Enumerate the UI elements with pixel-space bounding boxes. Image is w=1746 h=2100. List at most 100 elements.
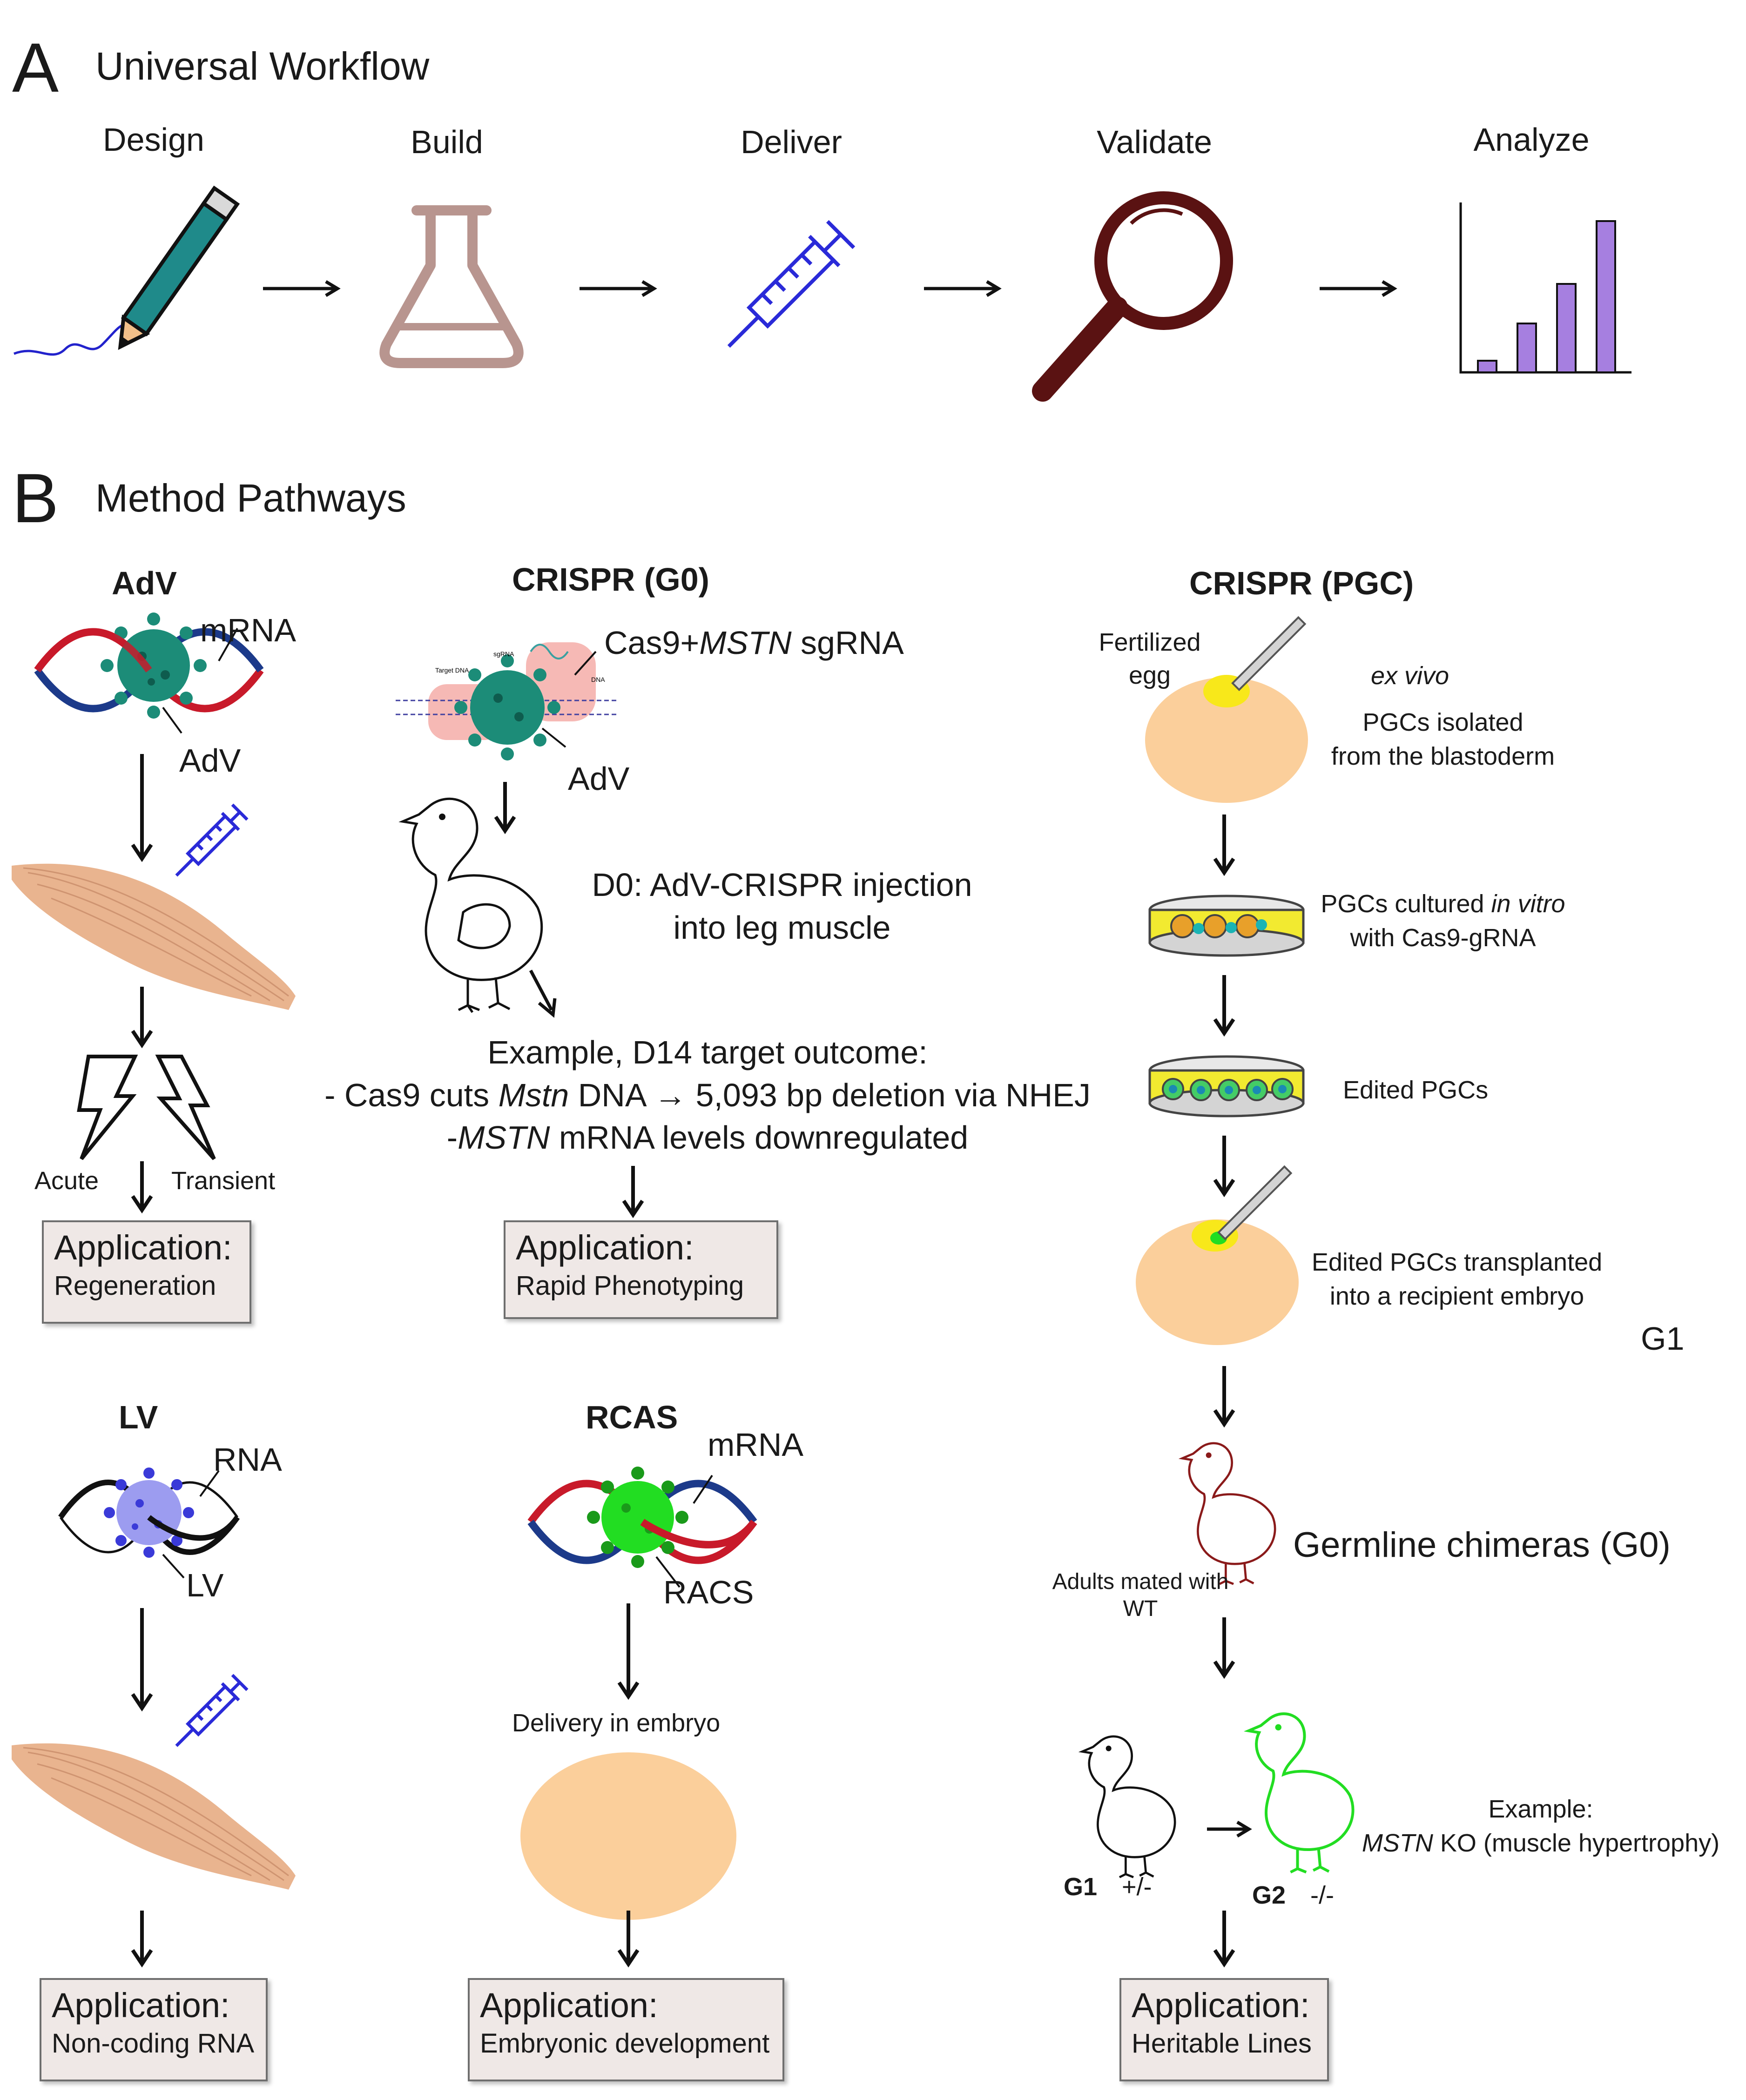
rcas-application-box: Application: Embryonic development <box>468 1978 784 2081</box>
delivery-embryo-label: Delivery in embryo <box>512 1709 721 1737</box>
arrow-lv-1 <box>131 1608 153 1712</box>
rcas-vector-label: RACS <box>663 1574 754 1610</box>
lv-rna-label: RNA <box>213 1441 282 1478</box>
outcome-text: Example, D14 target outcome: - Cas9 cuts… <box>324 1034 1091 1156</box>
arrow-pgc-3 <box>1213 1136 1235 1198</box>
g2-genotype-label: -/- <box>1310 1881 1334 1909</box>
pgcs-cultured-label: PGCs cultured in vitro with Cas9-gRNA <box>1321 890 1565 952</box>
arrow-g1-g2 <box>1207 1820 1252 1838</box>
crispr-g0-heading: CRISPR (G0) <box>512 561 709 598</box>
arrow-pgc-1 <box>1213 814 1235 876</box>
arrow-crispr-diag <box>529 969 557 1018</box>
arrow-rcas-2 <box>617 1911 640 1968</box>
arrow-adv-2 <box>131 987 153 1049</box>
mini-dna-label: DNA <box>591 676 605 683</box>
chick-outline-illustration <box>398 797 543 1013</box>
arrow-rcas-1 <box>617 1603 640 1700</box>
germline-chimeras-label: Germline chimeras (G0) <box>1293 1525 1671 1565</box>
adv-app-value: Regeneration <box>54 1271 216 1301</box>
flask-icon <box>379 205 524 368</box>
pen-icon <box>13 185 240 356</box>
g1-label: G1 <box>1064 1873 1098 1901</box>
stage-analyze: Analyze <box>1473 121 1590 158</box>
adv-transient-label: Transient <box>171 1167 276 1195</box>
fertilized-egg-illustration <box>1145 616 1308 803</box>
crispr-pgc-app-value: Heritable Lines <box>1132 2028 1312 2059</box>
arrow-build-deliver <box>580 280 657 297</box>
crispr-pgc-heading: CRISPR (PGC) <box>1189 565 1414 601</box>
rcas-heading: RCAS <box>586 1399 678 1435</box>
edited-pgcs-label: Edited PGCs <box>1343 1076 1489 1104</box>
arrow-design-build <box>263 280 341 297</box>
lv-application-box: Application: Non-coding RNA <box>40 1978 268 2081</box>
crispr-g0-application-box: Application: Rapid Phenotyping <box>504 1220 778 1319</box>
crispr-pgc-application-box: Application: Heritable Lines <box>1119 1978 1329 2081</box>
panel-a-title: Universal Workflow <box>95 44 430 88</box>
adv-mrna-label: mRNA <box>200 612 297 648</box>
lv-virus-rna-illustration <box>58 1467 240 1579</box>
crispr-adv-illustration: Target DNA sgRNA DNA <box>396 642 619 761</box>
stage-design: Design <box>103 121 204 158</box>
transplant-label: Edited PGCs transplanted into a recipien… <box>1311 1248 1603 1310</box>
crispr-pgc-app-title: Application: <box>1132 1986 1310 2025</box>
mini-sgrna-label: sgRNA <box>493 650 514 658</box>
lv-app-value: Non-coding RNA <box>52 2028 255 2059</box>
crispr-adv-label: AdV <box>568 761 630 797</box>
arrow-pgc-5 <box>1213 1617 1235 1679</box>
adv-vector-label: AdV <box>179 742 241 779</box>
lv-heading: LV <box>119 1399 158 1435</box>
adv-app-title: Application: <box>54 1228 232 1267</box>
stage-build: Build <box>411 124 483 160</box>
g2-label: G2 <box>1252 1881 1286 1909</box>
rcas-app-title: Application: <box>480 1986 658 2025</box>
magnifier-icon <box>1032 191 1233 402</box>
panel-b-letter: B <box>12 459 59 537</box>
adv-acute-label: Acute <box>34 1167 99 1195</box>
lv-app-title: Application: <box>52 1986 230 2025</box>
panel-a-letter: A <box>12 28 59 107</box>
g1-genotype-label: +/- <box>1122 1873 1152 1901</box>
rcas-mrna-label: mRNA <box>708 1427 804 1463</box>
adv-heading: AdV <box>112 565 177 601</box>
lv-vector-label: LV <box>186 1567 224 1603</box>
adults-mated-label: Adults mated with WT <box>1052 1569 1229 1621</box>
rcas-app-value: Embryonic development <box>480 2028 770 2059</box>
chimera-chick-illustration <box>1178 1442 1276 1585</box>
lv-muscle-illustration <box>12 1743 296 1890</box>
arrow-pgc-6 <box>1213 1911 1235 1968</box>
recipient-embryo-illustration <box>1136 1165 1299 1345</box>
embryo-illustration <box>520 1752 736 1920</box>
lightning-bolt-right-icon <box>155 1055 216 1160</box>
injection-text: D0: AdV-CRISPR injection into leg muscle <box>592 867 972 946</box>
adv-syringe-icon <box>175 803 249 877</box>
fertilized-egg-label: Fertilized egg <box>1099 628 1201 689</box>
arrow-adv-1 <box>131 754 153 862</box>
g2-chick-illustration <box>1243 1712 1355 1874</box>
adv-virus-dna-illustration <box>34 612 264 734</box>
rcas-virus-dna-illustration <box>527 1467 757 1588</box>
arrow-pgc-4 <box>1213 1366 1235 1428</box>
msnt-ko-example: Example: MSTN KO (muscle hypertrophy) <box>1362 1795 1720 1857</box>
stage-validate: Validate <box>1097 124 1212 160</box>
adv-application-box: Application: Regeneration <box>42 1220 251 1324</box>
ex-vivo-label: ex vivo <box>1371 662 1449 690</box>
arrow-deliver-validate <box>924 280 1002 297</box>
arrow-lv-2 <box>131 1911 153 1968</box>
mini-target-dna-label: Target DNA <box>435 666 469 674</box>
crispr-g0-app-value: Rapid Phenotyping <box>516 1271 744 1301</box>
g1-chick-illustration <box>1078 1735 1176 1878</box>
lv-syringe-icon <box>175 1674 249 1747</box>
g1-side-label: G1 <box>1641 1320 1685 1357</box>
adv-muscle-illustration <box>12 863 296 1010</box>
arrow-crispr-2 <box>622 1166 644 1218</box>
panel-b-title: Method Pathways <box>95 476 406 520</box>
syringe-icon <box>727 220 856 348</box>
arrow-validate-analyze <box>1320 280 1397 297</box>
arrow-pgc-2 <box>1213 975 1235 1037</box>
cas9-sgrna-label: Cas9+MSTN sgRNA <box>604 625 904 661</box>
pgcs-isolated-label: PGCs isolated from the blastoderm <box>1331 708 1555 770</box>
arrow-crispr-1 <box>494 782 516 835</box>
arrow-adv-3 <box>131 1161 153 1214</box>
stage-deliver: Deliver <box>741 124 842 160</box>
edited-dish-illustration <box>1148 1055 1305 1117</box>
